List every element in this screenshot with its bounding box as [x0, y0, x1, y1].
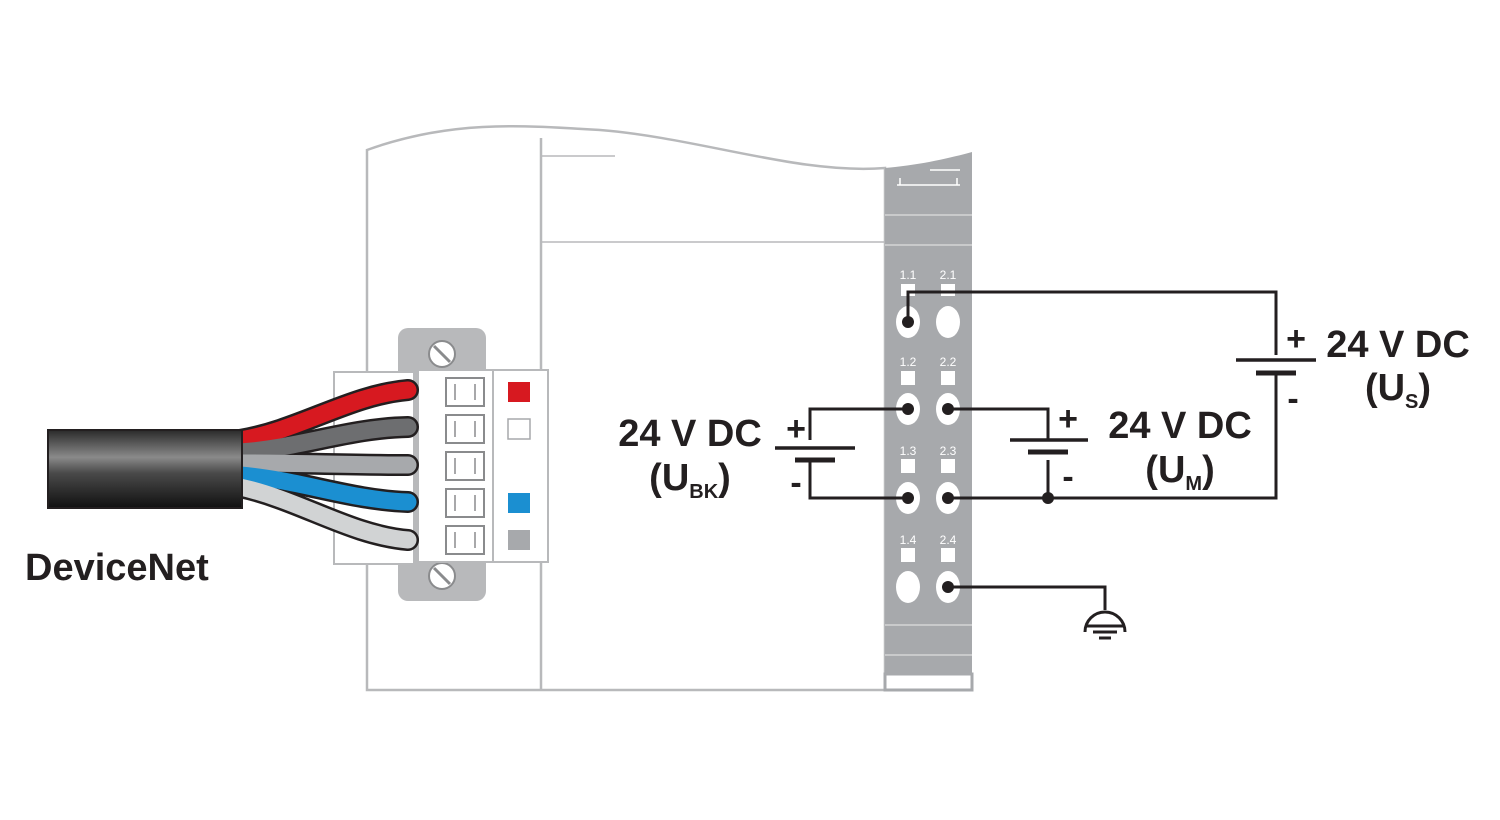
us-plus-sign: +: [1286, 320, 1306, 358]
terminal-1-4[interactable]: [896, 571, 920, 603]
marker-gray: [508, 530, 530, 550]
um-plus-sign: +: [1058, 400, 1078, 438]
terminal-label: 2.2: [940, 355, 957, 369]
cable-wires: [229, 379, 419, 551]
ubk-minus-sign: -: [790, 464, 801, 502]
us-label: (US): [1365, 367, 1431, 413]
us-name: U: [1378, 367, 1405, 409]
ground-icon: [1083, 610, 1127, 640]
um-subscript: M: [1185, 473, 1202, 495]
us-subscript: S: [1405, 391, 1418, 413]
wire-red: [231, 381, 417, 449]
wire-junctions: [902, 316, 1054, 593]
ubk-name: U: [662, 457, 689, 499]
battery-symbol-ubk: [775, 446, 855, 463]
terminal-label: 2.1: [940, 268, 957, 282]
wire-gray: [231, 454, 417, 474]
um-label: (UM): [1145, 449, 1214, 495]
terminal-label: 2.3: [940, 444, 957, 458]
terminal-label: 2.4: [940, 533, 957, 547]
devicenet-cable: [47, 429, 243, 509]
marker-white: [507, 418, 531, 440]
terminal-label: 1.1: [900, 268, 917, 282]
us-minus-sign: -: [1287, 380, 1298, 418]
wiring-lines: [808, 290, 1278, 610]
wire-blue: [231, 466, 417, 511]
terminal-label: 1.2: [900, 355, 917, 369]
terminal-label: 1.4: [900, 533, 917, 547]
terminal-strip: 1.1 2.1 1.2 2.2 1.3 2.3 1.4 2.4: [883, 152, 974, 692]
us-voltage: 24 V DC: [1326, 324, 1470, 366]
marker-red: [508, 382, 530, 402]
um-voltage: 24 V DC: [1108, 405, 1252, 447]
ubk-voltage: 24 V DC: [618, 413, 762, 455]
wire-light-gray: [231, 478, 417, 549]
ubk-subscript: BK: [689, 481, 718, 503]
um-minus-sign: -: [1062, 458, 1073, 496]
terminal-2-1[interactable]: [936, 306, 960, 338]
wire-dark-gray: [231, 418, 417, 461]
ubk-plus-sign: +: [786, 410, 806, 448]
cable-label: DeviceNet: [25, 547, 209, 589]
marker-blue: [508, 493, 530, 513]
battery-symbol-us: [1236, 358, 1316, 376]
battery-symbol-um: [1010, 438, 1088, 455]
terminal-label: 1.3: [900, 444, 917, 458]
um-name: U: [1158, 449, 1185, 491]
